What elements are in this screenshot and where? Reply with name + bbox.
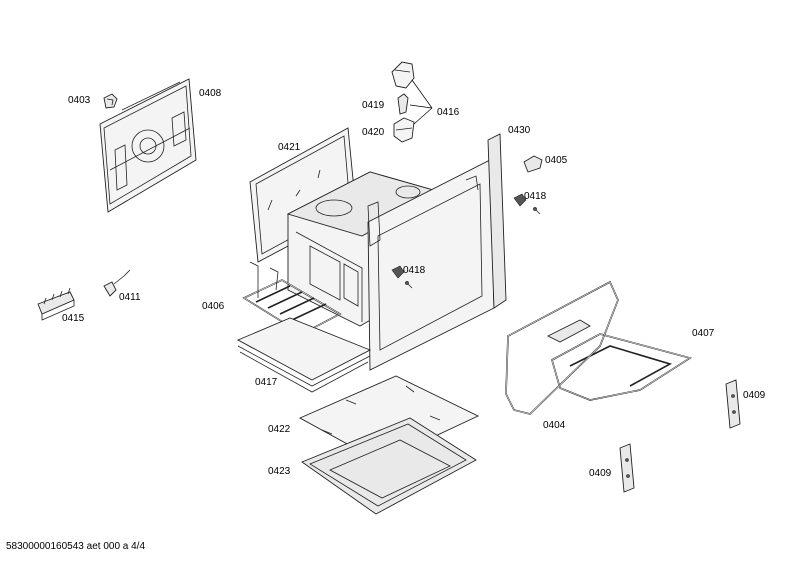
part-0407-heating-element[interactable] xyxy=(546,319,692,401)
label-0419: 0419 xyxy=(362,100,385,111)
label-0409-right: 0409 xyxy=(743,390,766,401)
label-0420: 0420 xyxy=(362,127,385,138)
label-0417: 0417 xyxy=(255,377,278,388)
label-0403: 0403 xyxy=(68,95,91,106)
document-id-footer: 58300000160543 aet 000 a 4/4 xyxy=(6,541,146,552)
part-0403-clip[interactable] xyxy=(103,93,118,109)
label-0409-bottom: 0409 xyxy=(589,468,612,479)
part-0408-back-panel[interactable] xyxy=(99,78,197,213)
label-0408: 0408 xyxy=(199,88,222,99)
label-0423: 0423 xyxy=(268,466,291,477)
label-0404: 0404 xyxy=(543,420,566,431)
label-0418-bottom: 0418 xyxy=(403,265,426,276)
label-0418-top: 0418 xyxy=(524,191,547,202)
part-0430-front-frame[interactable] xyxy=(367,133,507,371)
label-0415: 0415 xyxy=(62,313,85,324)
label-0421: 0421 xyxy=(278,142,301,153)
label-0411: 0411 xyxy=(119,292,141,303)
label-0406: 0406 xyxy=(202,301,225,312)
part-0411-sensor[interactable] xyxy=(103,269,131,297)
label-0430: 0430 xyxy=(508,125,531,136)
part-0418-screw-bottom[interactable] xyxy=(391,265,413,289)
part-0405-bracket[interactable] xyxy=(523,155,543,173)
part-0409-bracket-bottom[interactable] xyxy=(619,443,635,493)
label-0422: 0422 xyxy=(268,424,291,435)
part-0418-screw-top[interactable] xyxy=(513,193,541,215)
part-0409-bracket-right[interactable] xyxy=(725,379,741,429)
label-0407: 0407 xyxy=(692,328,715,339)
label-0405: 0405 xyxy=(545,155,568,166)
label-0416: 0416 xyxy=(437,107,460,118)
part-0423-base-tray[interactable] xyxy=(301,417,477,515)
part-0415-terminal-block[interactable] xyxy=(37,287,75,321)
part-0404-ring-element[interactable] xyxy=(505,280,619,415)
part-0416-lamp-assembly[interactable] xyxy=(391,61,415,143)
part-0417-insulation[interactable] xyxy=(236,317,372,393)
